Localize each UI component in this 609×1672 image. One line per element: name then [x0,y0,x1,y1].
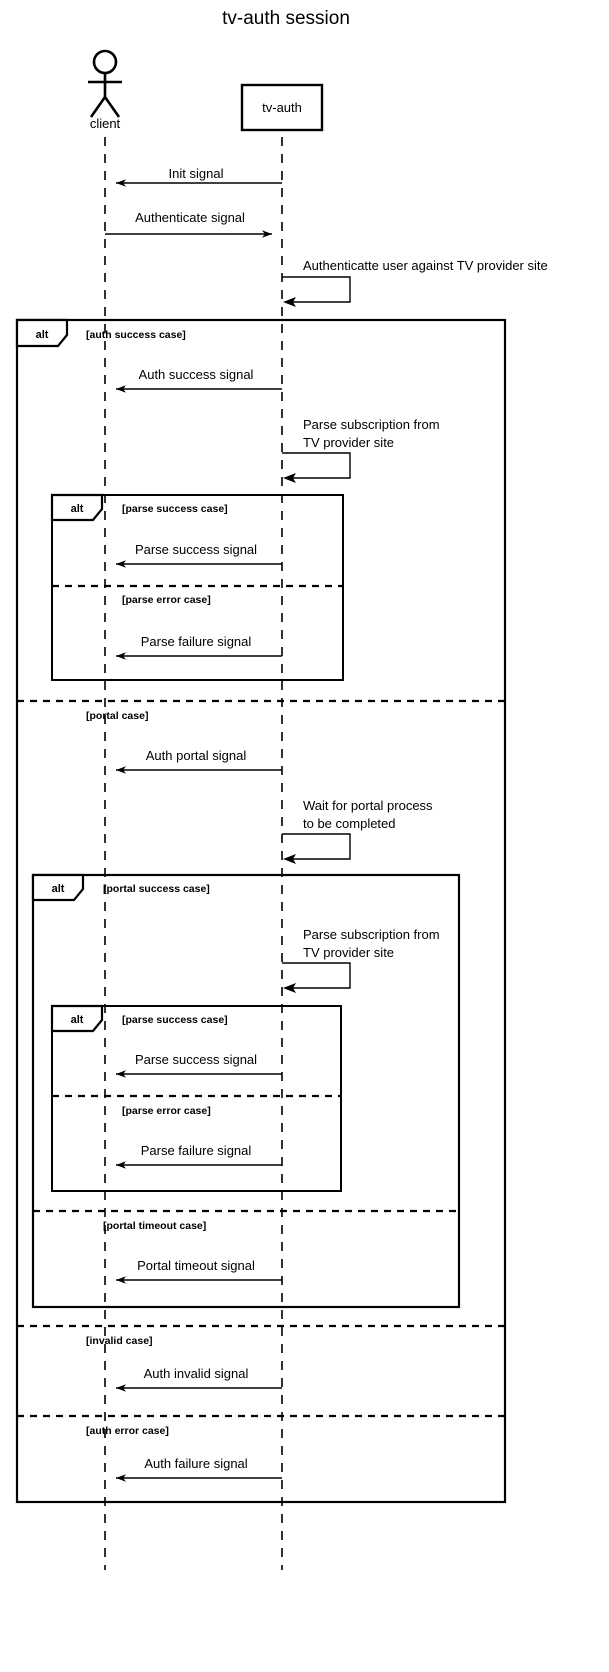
frame-parse-alt-1-guard-1: [parse error case] [122,594,211,606]
participant-box-tvauth [240,83,324,132]
message-label-authenticate-signal: Authenticate signal [135,210,245,225]
self-message-path-wait-portal [282,833,351,860]
self-message-label-parse-subscription-2-line1: Parse subscription from [303,927,440,942]
self-message-wait-portal[interactable]: Wait for portal process to be completed [282,798,433,864]
frame-portal-success-alt-operator: alt [52,883,65,895]
frame-outer-alt-guard-0: [auth success case] [86,329,186,341]
frame-parse-alt-2-border [51,1005,342,1192]
participant-label-tvauth: tv-auth [262,100,302,115]
message-parse-failure-signal-1[interactable]: Parse failure signal [116,634,282,660]
frame-parse-alt-1-guard-0: [parse success case] [122,503,228,515]
frame-portal-success-alt-guard-1: [portal timeout case] [103,1220,206,1232]
message-auth-portal-signal[interactable]: Auth portal signal [116,748,282,774]
frame-parse-alt-2-guard-1: [parse error case] [122,1105,211,1117]
message-auth-success-signal[interactable]: Auth success signal [116,367,282,393]
self-message-path-parse-subscription-1 [282,452,351,479]
self-message-path-authenticate-user [282,276,351,303]
frame-parse-alt-2-operator: alt [71,1014,84,1026]
frame-parse-alt-2-guard-0: [parse success case] [122,1014,228,1026]
frame-outer-alt-guard-1: [portal case] [86,710,148,722]
message-label-parse-success-signal-1: Parse success signal [135,542,257,557]
message-label-auth-failure-signal: Auth failure signal [144,1456,247,1471]
self-message-label-parse-subscription-1-line1: Parse subscription from [303,417,440,432]
message-authenticate-signal[interactable]: Authenticate signal [105,210,272,238]
message-label-auth-success-signal: Auth success signal [139,367,254,382]
self-message-label-wait-portal-line1: Wait for portal process [303,798,433,813]
self-message-arrowhead-wait-portal [283,854,296,864]
frame-parse-alt-1-operator: alt [71,503,84,515]
frame-outer-alt-border [15,318,507,1504]
participant-client[interactable]: client [88,49,122,131]
self-message-authenticate-user[interactable]: Authenticatte user against TV provider s… [282,258,548,307]
message-parse-failure-signal-2[interactable]: Parse failure signal [116,1143,282,1169]
self-message-arrowhead-authenticate-user [283,297,296,307]
lifelines-group [104,137,283,1570]
message-label-parse-success-signal-2: Parse success signal [135,1052,257,1067]
self-message-label-parse-subscription-1-line2: TV provider site [303,435,394,450]
message-parse-success-signal-2[interactable]: Parse success signal [116,1052,282,1078]
self-message-arrowhead-parse-subscription-2 [283,983,296,993]
frame-portal-success-alt-border [31,873,461,1309]
message-label-parse-failure-signal-2: Parse failure signal [141,1143,252,1158]
message-label-portal-timeout-signal: Portal timeout signal [137,1258,255,1273]
frame-portal-success-alt-guard-0: [portal success case] [103,883,210,895]
message-init-signal[interactable]: Init signal [116,166,282,187]
self-message-path-parse-subscription-2 [282,962,351,989]
self-message-label-wait-portal-line2: to be completed [303,816,396,831]
message-label-init-signal: Init signal [169,166,224,181]
frame-parse-alt-1: alt [parse success case] [parse error ca… [50,493,344,681]
message-label-auth-portal-signal: Auth portal signal [146,748,247,763]
actor-leg-right-icon [103,96,121,118]
frame-outer-alt-tab [15,318,69,348]
diagram-title: tv-auth session [222,8,350,29]
frame-outer-alt-guard-3: [auth error case] [86,1425,169,1437]
frame-parse-alt-1-border [51,494,344,681]
frame-outer-alt-operator: alt [36,329,49,341]
self-message-label-authenticate-user: Authenticatte user against TV provider s… [303,258,548,273]
self-message-label-parse-subscription-2-line2: TV provider site [303,945,394,960]
message-label-auth-invalid-signal: Auth invalid signal [144,1366,249,1381]
frame-parse-alt-2-tab [50,1004,104,1033]
self-message-parse-subscription-1[interactable]: Parse subscription from TV provider site [282,417,440,483]
frame-parse-alt-2: alt [parse success case] [parse error ca… [50,1004,342,1192]
message-auth-invalid-signal[interactable]: Auth invalid signal [116,1366,282,1392]
messages-group: Init signal Authenticate signal Authenti… [105,166,548,1482]
self-message-arrowhead-parse-subscription-1 [283,473,296,483]
frame-parse-alt-1-tab [50,493,104,522]
message-portal-timeout-signal[interactable]: Portal timeout signal [116,1258,282,1284]
frame-portal-success-alt: alt [portal success case] [portal timeou… [31,873,461,1309]
participant-tvauth[interactable]: tv-auth [240,83,324,132]
message-parse-success-signal-1[interactable]: Parse success signal [116,542,282,568]
message-label-parse-failure-signal-1: Parse failure signal [141,634,252,649]
frame-outer-alt: alt [auth success case] [portal case] [i… [15,318,507,1504]
participant-label-client: client [90,116,121,131]
frame-portal-success-alt-tab [31,873,85,902]
frame-outer-alt-guard-2: [invalid case] [86,1335,153,1347]
self-message-parse-subscription-2[interactable]: Parse subscription from TV provider site [282,927,440,993]
message-auth-failure-signal[interactable]: Auth failure signal [116,1456,282,1482]
actor-leg-left-icon [89,96,107,118]
